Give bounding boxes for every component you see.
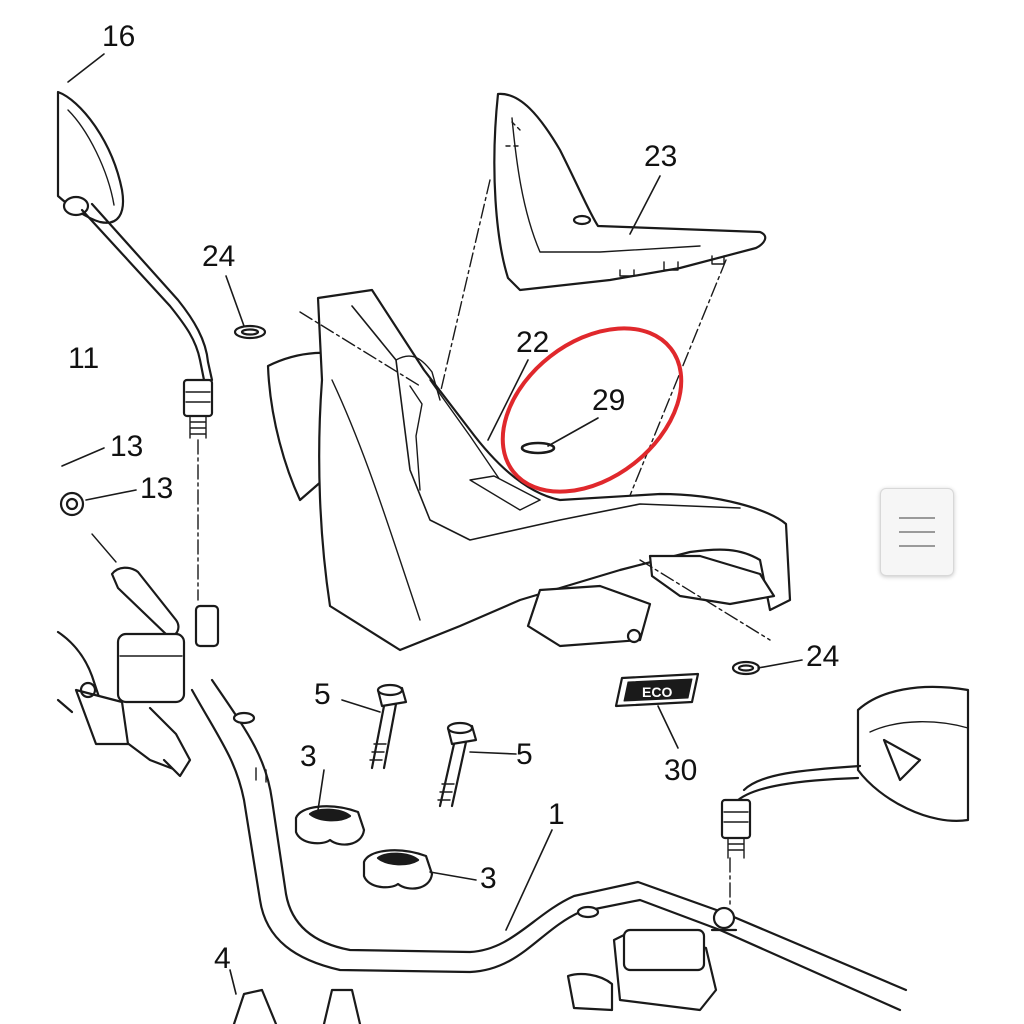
label-3-upper: 3 xyxy=(300,740,317,773)
label-13-lower: 13 xyxy=(140,472,173,505)
main-cover xyxy=(266,288,792,652)
holder-3-lower xyxy=(362,849,434,890)
right-switch-assembly xyxy=(566,857,738,1012)
label-1: 1 xyxy=(548,798,565,831)
label-16: 16 xyxy=(102,20,135,53)
menu-button[interactable] xyxy=(880,488,954,576)
left-mirror xyxy=(56,90,214,601)
part-labels: 16 24 11 13 13 23 22 29 24 30 5 5 3 3 1 … xyxy=(68,20,839,975)
label-24-right: 24 xyxy=(806,640,839,673)
handlebar xyxy=(190,678,908,1024)
label-3-lower: 3 xyxy=(480,862,497,895)
label-4: 4 xyxy=(214,942,231,975)
holder-3-upper xyxy=(294,805,366,846)
label-11: 11 xyxy=(68,342,99,375)
emblem-text: ECO xyxy=(642,684,672,700)
washer-right xyxy=(731,660,761,676)
right-mirror xyxy=(720,685,970,859)
leader-lines xyxy=(61,53,803,995)
grommet-29 xyxy=(520,441,556,455)
washer-left xyxy=(233,324,267,340)
label-29: 29 xyxy=(592,384,625,417)
label-5-left: 5 xyxy=(314,678,331,711)
left-switch-assembly xyxy=(56,491,220,778)
label-23: 23 xyxy=(644,140,677,173)
label-24-left: 24 xyxy=(202,240,235,273)
bolt-5-right xyxy=(437,721,478,808)
label-30: 30 xyxy=(664,754,697,787)
highlight-circle xyxy=(500,326,684,494)
label-13-upper: 13 xyxy=(110,430,143,463)
label-22: 22 xyxy=(516,326,549,359)
label-5-right: 5 xyxy=(516,738,533,771)
emblem-30 xyxy=(614,672,700,708)
washer-left-inner xyxy=(240,328,260,336)
washer-right-inner xyxy=(737,664,755,672)
bolt-5-left xyxy=(369,683,408,770)
